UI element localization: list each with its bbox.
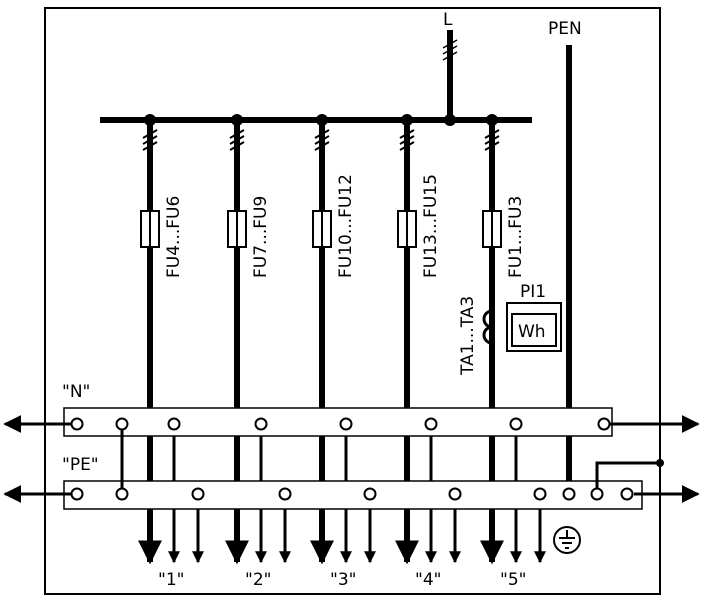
output-label: "1"	[158, 570, 184, 590]
neutral-bus-label: "N"	[62, 382, 90, 402]
current-transformer-coils: TA1...TA3	[458, 296, 493, 376]
pe-bus-label: "PE"	[62, 455, 99, 475]
fuse-group-fu7-fu9: FU7...FU9	[227, 196, 271, 278]
fuse-label: FU13...FU15	[421, 174, 441, 278]
three-phase-hatch	[142, 141, 158, 151]
output-label: "2"	[245, 570, 271, 590]
pe-terminal	[533, 487, 547, 501]
three-phase-hatch	[142, 129, 158, 139]
neutral-terminal	[254, 417, 268, 431]
three-phase-hatch	[142, 135, 158, 145]
fuse-group-fu13-fu15: FU13...FU15	[397, 174, 441, 278]
output-label: "3"	[330, 570, 356, 590]
meter-label: PI1	[520, 282, 546, 302]
phase-input: L	[442, 10, 458, 120]
three-phase-hatch	[314, 141, 330, 151]
pe-terminal	[115, 487, 129, 501]
neutral-terminal	[70, 417, 84, 431]
neutral-bus: "N"	[3, 382, 700, 437]
neutral-terminal	[424, 417, 438, 431]
three-phase-hatch	[399, 141, 415, 151]
pe-terminal	[448, 487, 462, 501]
pen-label: PEN	[548, 19, 582, 39]
pe-terminal	[562, 487, 576, 501]
three-phase-hatch	[399, 129, 415, 139]
pe-terminal	[278, 487, 292, 501]
neutral-terminal	[597, 417, 611, 431]
fuse-label: FU10...FU12	[336, 174, 356, 278]
fuse-group-fu10-fu12: FU10...FU12	[312, 174, 356, 278]
neutral-terminal	[509, 417, 523, 431]
neutral-terminal	[167, 417, 181, 431]
output-label: "4"	[415, 570, 441, 590]
neutral-terminal	[339, 417, 353, 431]
pe-terminal	[363, 487, 377, 501]
pe-terminal	[191, 487, 205, 501]
output-labels: "1" "2" "3" "4" "5"	[158, 570, 526, 590]
protective-earth-icon	[553, 526, 581, 554]
phase-label: L	[443, 10, 453, 30]
pe-terminal	[590, 487, 604, 501]
fuse-label: FU4...FU6	[164, 196, 184, 278]
busbar-junction	[444, 114, 456, 126]
output-label: "5"	[500, 570, 526, 590]
three-phase-hatch	[229, 141, 245, 151]
three-phase-hatch	[484, 135, 500, 145]
pe-terminal	[620, 487, 634, 501]
three-phase-hatch	[399, 135, 415, 145]
fuse-label: FU7...FU9	[251, 196, 271, 278]
three-phase-hatch	[229, 135, 245, 145]
fuse-label: FU1...FU3	[506, 196, 526, 278]
ct-label: TA1...TA3	[458, 296, 478, 376]
bus-terminals	[70, 417, 634, 501]
three-phase-hatch	[229, 129, 245, 139]
pen-split	[595, 459, 664, 494]
energy-meter: PI1 Wh	[506, 282, 562, 352]
pe-bus: "PE"	[3, 455, 700, 510]
meter-unit: Wh	[518, 322, 546, 342]
fuse-group-fu1-fu3: FU1...FU3	[482, 196, 526, 278]
cabinet-enclosure	[44, 7, 661, 595]
fuse-group-fu4-fu6: FU4...FU6	[140, 196, 184, 278]
three-phase-hatch	[484, 129, 500, 139]
three-phase-hatch	[314, 129, 330, 139]
three-phase-hatch	[484, 141, 500, 151]
neutral-terminal	[115, 417, 129, 431]
three-phase-hatch	[314, 135, 330, 145]
pe-terminal	[70, 487, 84, 501]
